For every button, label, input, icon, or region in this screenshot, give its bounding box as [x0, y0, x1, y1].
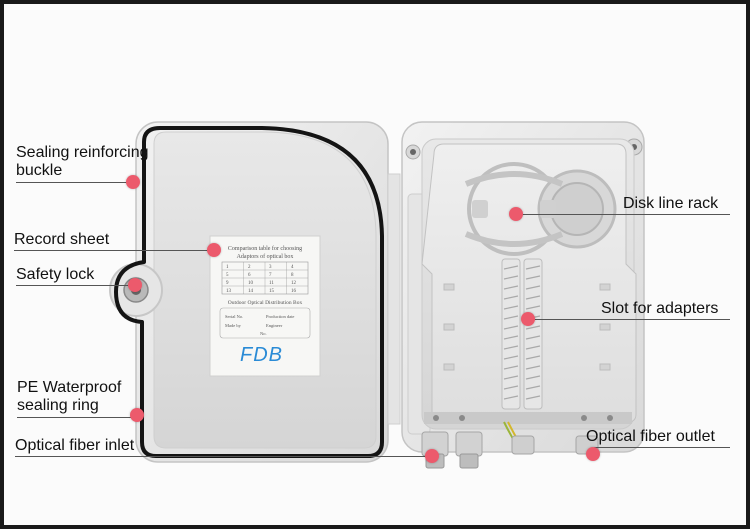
sheet-cell: 3 [269, 265, 272, 270]
fiber-distribution-box-illustration: Comparison table for choosing Adaptors o… [109, 121, 645, 469]
box-base [401, 121, 645, 469]
callout-fiber-outlet: Optical fiber outlet [586, 428, 715, 445]
marker-dot [425, 449, 439, 463]
marker-dot [130, 408, 144, 422]
cable-glands [421, 431, 599, 469]
callout-waterproof-ring-line2: sealing ring [17, 397, 99, 414]
marker-dot [521, 312, 535, 326]
record-sheet-card: Comparison table for choosing Adaptors o… [209, 235, 321, 377]
sheet-title-line2: Adaptors of optical box [237, 253, 294, 260]
marker-dot [207, 243, 221, 257]
sheet-cell: 1 [226, 265, 229, 270]
sheet-field-engineer: Engineer [266, 323, 283, 328]
sheet-field-made: Made by [225, 323, 242, 328]
leader-line [16, 182, 134, 183]
sheet-cell: 8 [291, 273, 294, 278]
sheet-cell: 12 [291, 281, 297, 286]
sheet-cell: 10 [248, 281, 254, 286]
sheet-field-serial: Serial No. [225, 314, 243, 319]
leader-line [17, 417, 137, 418]
callout-record-sheet: Record sheet [14, 231, 110, 248]
sheet-cell: 16 [291, 289, 297, 294]
sheet-cell: 5 [226, 273, 229, 278]
sheet-cell: 11 [269, 281, 274, 286]
callout-sealing-buckle-line1: Sealing reinforcing [16, 144, 149, 161]
leader-line [15, 456, 433, 457]
leader-line [516, 214, 730, 215]
callout-fiber-inlet: Optical fiber inlet [15, 437, 135, 454]
sheet-subtitle: Outdoor Optical Distribution Box [228, 300, 303, 306]
callout-adapter-slot: Slot for adapters [601, 300, 719, 317]
leader-line [16, 285, 136, 286]
leader-line [14, 250, 214, 251]
callout-disk-line-rack: Disk line rack [623, 195, 719, 212]
leader-line [528, 319, 730, 320]
sheet-cell: 2 [248, 265, 251, 270]
sheet-title-line1: Comparison table for choosing [228, 245, 302, 252]
sheet-brand: FDB [240, 344, 283, 366]
marker-dot [126, 175, 140, 189]
callout-waterproof-ring-line1: PE Waterproof [17, 379, 122, 396]
sheet-cell: 6 [248, 273, 251, 278]
leader-line [594, 447, 730, 448]
sheet-cell: 9 [226, 281, 229, 286]
marker-dot [586, 447, 600, 461]
sheet-cell: 14 [248, 289, 254, 294]
sheet-cell: 15 [269, 289, 275, 294]
sheet-cell: 13 [226, 289, 232, 294]
product-photo-frame: Comparison table for choosing Adaptors o… [4, 4, 746, 525]
callout-sealing-buckle-line2: buckle [16, 162, 63, 179]
marker-dot [509, 207, 523, 221]
sheet-field-production: Production date [266, 314, 294, 319]
sheet-field-no: No. [260, 331, 267, 336]
marker-dot [128, 278, 142, 292]
sheet-cell: 7 [269, 273, 272, 278]
callout-safety-lock: Safety lock [16, 266, 95, 283]
sheet-cell: 4 [291, 265, 294, 270]
